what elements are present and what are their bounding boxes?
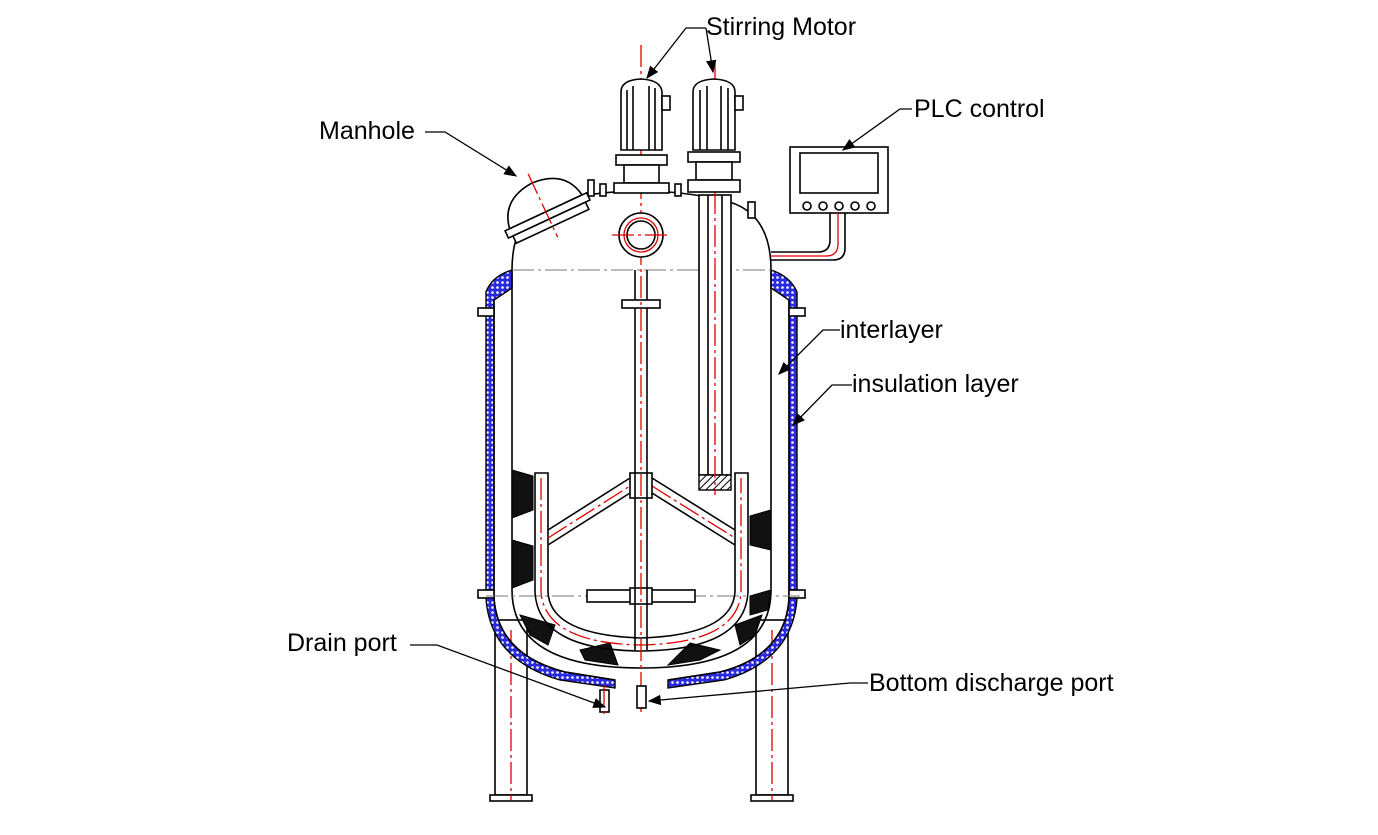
label-interlayer: interlayer bbox=[840, 316, 943, 344]
interlayer bbox=[493, 300, 616, 681]
stirring-motor-1 bbox=[613, 78, 671, 194]
bottom-ports bbox=[599, 685, 647, 715]
stirring-motor-2 bbox=[687, 78, 744, 193]
leader-lines bbox=[410, 27, 912, 708]
top-nozzles bbox=[587, 179, 756, 219]
label-bottom-discharge-port: Bottom discharge port bbox=[869, 669, 1114, 697]
label-drain-port: Drain port bbox=[287, 629, 397, 657]
bottom-discharge-port bbox=[636, 685, 647, 709]
label-manhole: Manhole bbox=[319, 117, 415, 145]
plc-control-panel bbox=[771, 146, 889, 261]
label-insulation-layer: insulation layer bbox=[852, 370, 1019, 398]
sight-port bbox=[612, 212, 670, 258]
label-stirring-motor: Stirring Motor bbox=[706, 13, 857, 41]
label-plc-control: PLC control bbox=[914, 95, 1045, 123]
manhole bbox=[503, 173, 592, 245]
